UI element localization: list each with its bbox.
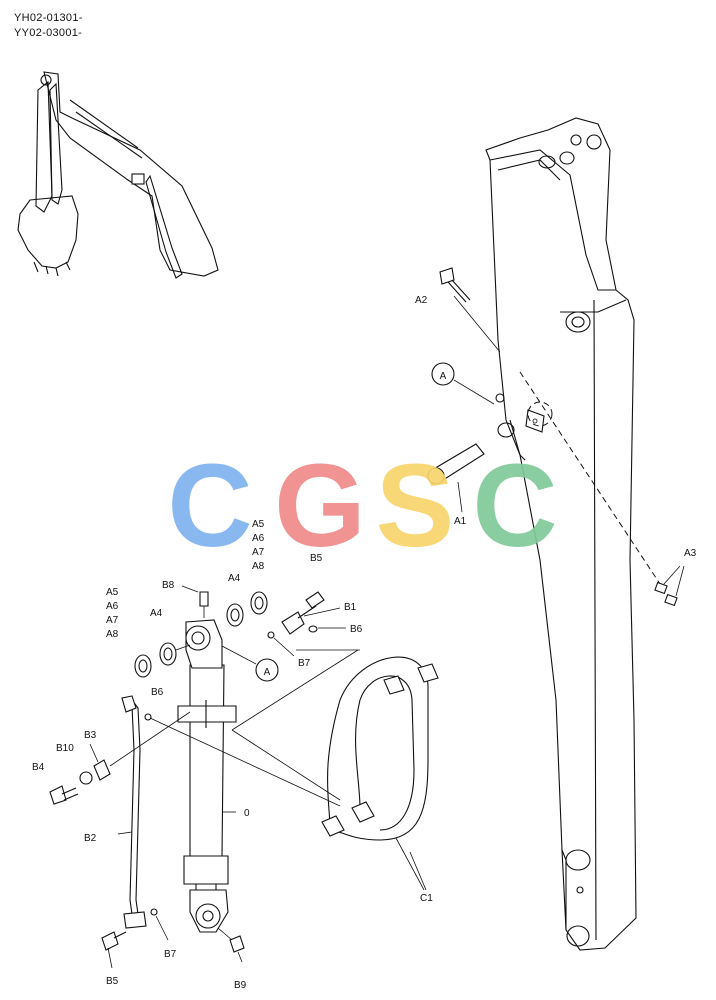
label-a2: A2 — [415, 295, 428, 306]
fitting-b1-group — [267, 591, 346, 657]
label-b4: B4 — [32, 762, 45, 773]
label-c1: C1 — [420, 893, 433, 904]
label-b3: B3 — [84, 730, 97, 741]
label-b6-top: B6 — [350, 624, 363, 635]
cgsc-watermark: C G S C — [167, 440, 557, 572]
label-b8: B8 — [162, 580, 175, 591]
cylinder-assembly — [177, 619, 237, 933]
serial-range-1: YH02-01301- — [14, 12, 83, 24]
washers-right — [226, 591, 268, 627]
bolt-a2 — [439, 267, 501, 353]
alignment-dashline — [519, 371, 665, 591]
label-b2: B2 — [84, 833, 97, 844]
reference-marker-a-cylinder: A — [221, 645, 279, 682]
label-b6-mid: B6 — [151, 687, 164, 698]
label-b9: B9 — [234, 980, 247, 991]
label-zero: 0 — [244, 808, 250, 819]
watermark-letter-g: G — [274, 440, 366, 572]
label-a8-left: A8 — [106, 629, 119, 640]
label-a7-right: A7 — [252, 547, 265, 558]
watermark-letter-c2: C — [472, 440, 557, 572]
bolt-b9 — [217, 927, 245, 963]
label-b1: B1 — [344, 602, 357, 613]
serial-range-2: YY02-03001- — [14, 27, 83, 39]
label-b7-top: B7 — [298, 658, 311, 669]
label-a4-left: A4 — [150, 608, 163, 619]
label-b5-top: B5 — [310, 553, 323, 564]
svg-text:A: A — [264, 667, 271, 678]
label-a1: A1 — [454, 516, 467, 527]
pin-a1 — [427, 443, 485, 513]
label-a7-left: A7 — [106, 615, 119, 626]
hose-c1 — [149, 649, 439, 891]
label-b10: B10 — [56, 743, 74, 754]
excavator-arm-thumbnail — [17, 71, 219, 279]
label-a8-right: A8 — [252, 561, 265, 572]
watermark-letter-s: S — [376, 440, 455, 572]
label-a3: A3 — [684, 548, 697, 559]
label-b7-bottom: B7 — [164, 949, 177, 960]
svg-text:A: A — [440, 371, 447, 382]
grease-fitting-b8 — [181, 585, 209, 618]
watermark-letter-c1: C — [167, 440, 252, 572]
label-b5-bottom: B5 — [106, 976, 119, 987]
arm-assembly — [485, 117, 637, 951]
label-a5-right: A5 — [252, 519, 265, 530]
washers-left — [134, 642, 191, 678]
callout-labels: A2 A1 A3 A5 A6 A7 A8 A4 B8 B5 B1 B6 B7 A… — [32, 295, 697, 991]
reference-marker-a-boom: A — [431, 362, 495, 405]
label-a5-left: A5 — [106, 587, 119, 598]
label-a6-left: A6 — [106, 601, 119, 612]
label-a4-right: A4 — [228, 573, 241, 584]
nut-a3 — [654, 565, 685, 607]
label-a6-right: A6 — [252, 533, 265, 544]
pipe-b2 — [49, 695, 191, 969]
